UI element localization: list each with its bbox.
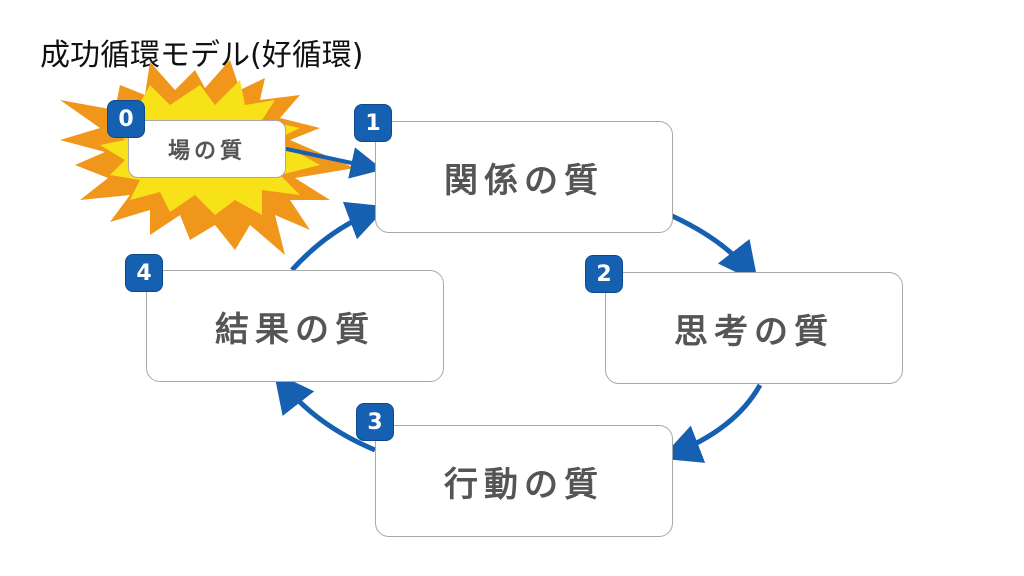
- node-label: 関係の質: [444, 160, 604, 201]
- node-box-place: 場の質: [128, 120, 286, 178]
- page-title: 成功循環モデル(好循環): [40, 38, 364, 73]
- node-box-result: 結果の質: [146, 270, 444, 382]
- node-box-thinking: 思考の質: [605, 272, 903, 384]
- arrow-2-to-3: [660, 383, 763, 463]
- node-badge: 0: [107, 100, 145, 138]
- node-badge: 1: [354, 104, 392, 142]
- node-box-relationship: 関係の質: [375, 121, 673, 233]
- arrow-3-to-4: [273, 372, 376, 453]
- node-label: 結果の質: [215, 309, 375, 350]
- node-label: 場の質: [167, 139, 246, 164]
- node-badge: 2: [585, 255, 623, 293]
- node-label: 思考の質: [674, 311, 834, 352]
- node-badge: 3: [356, 403, 394, 441]
- arrow-1-to-2: [668, 212, 759, 283]
- node-badge: 4: [125, 254, 163, 292]
- node-label: 行動の質: [444, 464, 604, 505]
- node-box-action: 行動の質: [375, 425, 673, 537]
- arrow-4-to-1: [290, 201, 388, 272]
- arrow-0-to-1: [281, 146, 383, 179]
